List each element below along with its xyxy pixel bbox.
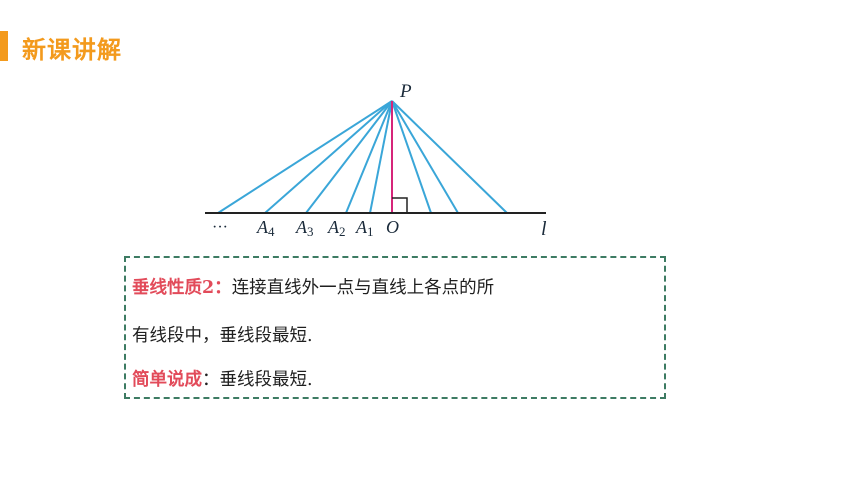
property-line-1: 垂线性质2：连接直线外一点与直线上各点的所 bbox=[132, 274, 494, 299]
point-label-a1: A1 bbox=[355, 217, 374, 239]
point-p-label: P bbox=[399, 81, 412, 102]
property-box bbox=[124, 256, 666, 399]
ray-line bbox=[217, 100, 393, 214]
ray-line bbox=[345, 100, 393, 214]
summary-sep: ： bbox=[202, 370, 220, 390]
ray-line bbox=[305, 100, 393, 214]
header-accent-bar bbox=[0, 31, 8, 61]
ray-line bbox=[391, 100, 459, 214]
property-text-1: 连接直线外一点与直线上各点的所 bbox=[231, 278, 495, 298]
summary-text: 垂线段最短. bbox=[219, 370, 313, 390]
property-label: 垂线性质2： bbox=[132, 278, 232, 298]
summary-label: 简单说成 bbox=[132, 370, 202, 390]
ray-line bbox=[369, 100, 393, 214]
point-label-a2: A2 bbox=[327, 217, 346, 239]
point-labels-group: A4 A3 A2 A1 bbox=[256, 217, 374, 239]
right-angle-mark bbox=[392, 197, 408, 213]
ray-line bbox=[391, 100, 508, 214]
origin-label: O bbox=[386, 217, 399, 237]
ellipsis-label: ··· bbox=[212, 219, 228, 236]
ray-line bbox=[391, 100, 432, 214]
point-label-a4: A4 bbox=[256, 217, 275, 239]
summary-line: 简单说成：垂线段最短. bbox=[132, 366, 313, 391]
page-title: 新课讲解 bbox=[22, 36, 122, 64]
point-label-a3: A3 bbox=[295, 217, 314, 239]
ray-line bbox=[264, 100, 393, 214]
property-line-2: 有线段中，垂线段最短. bbox=[132, 326, 313, 346]
rays-group bbox=[217, 100, 508, 214]
line-l-label: l bbox=[541, 218, 547, 240]
